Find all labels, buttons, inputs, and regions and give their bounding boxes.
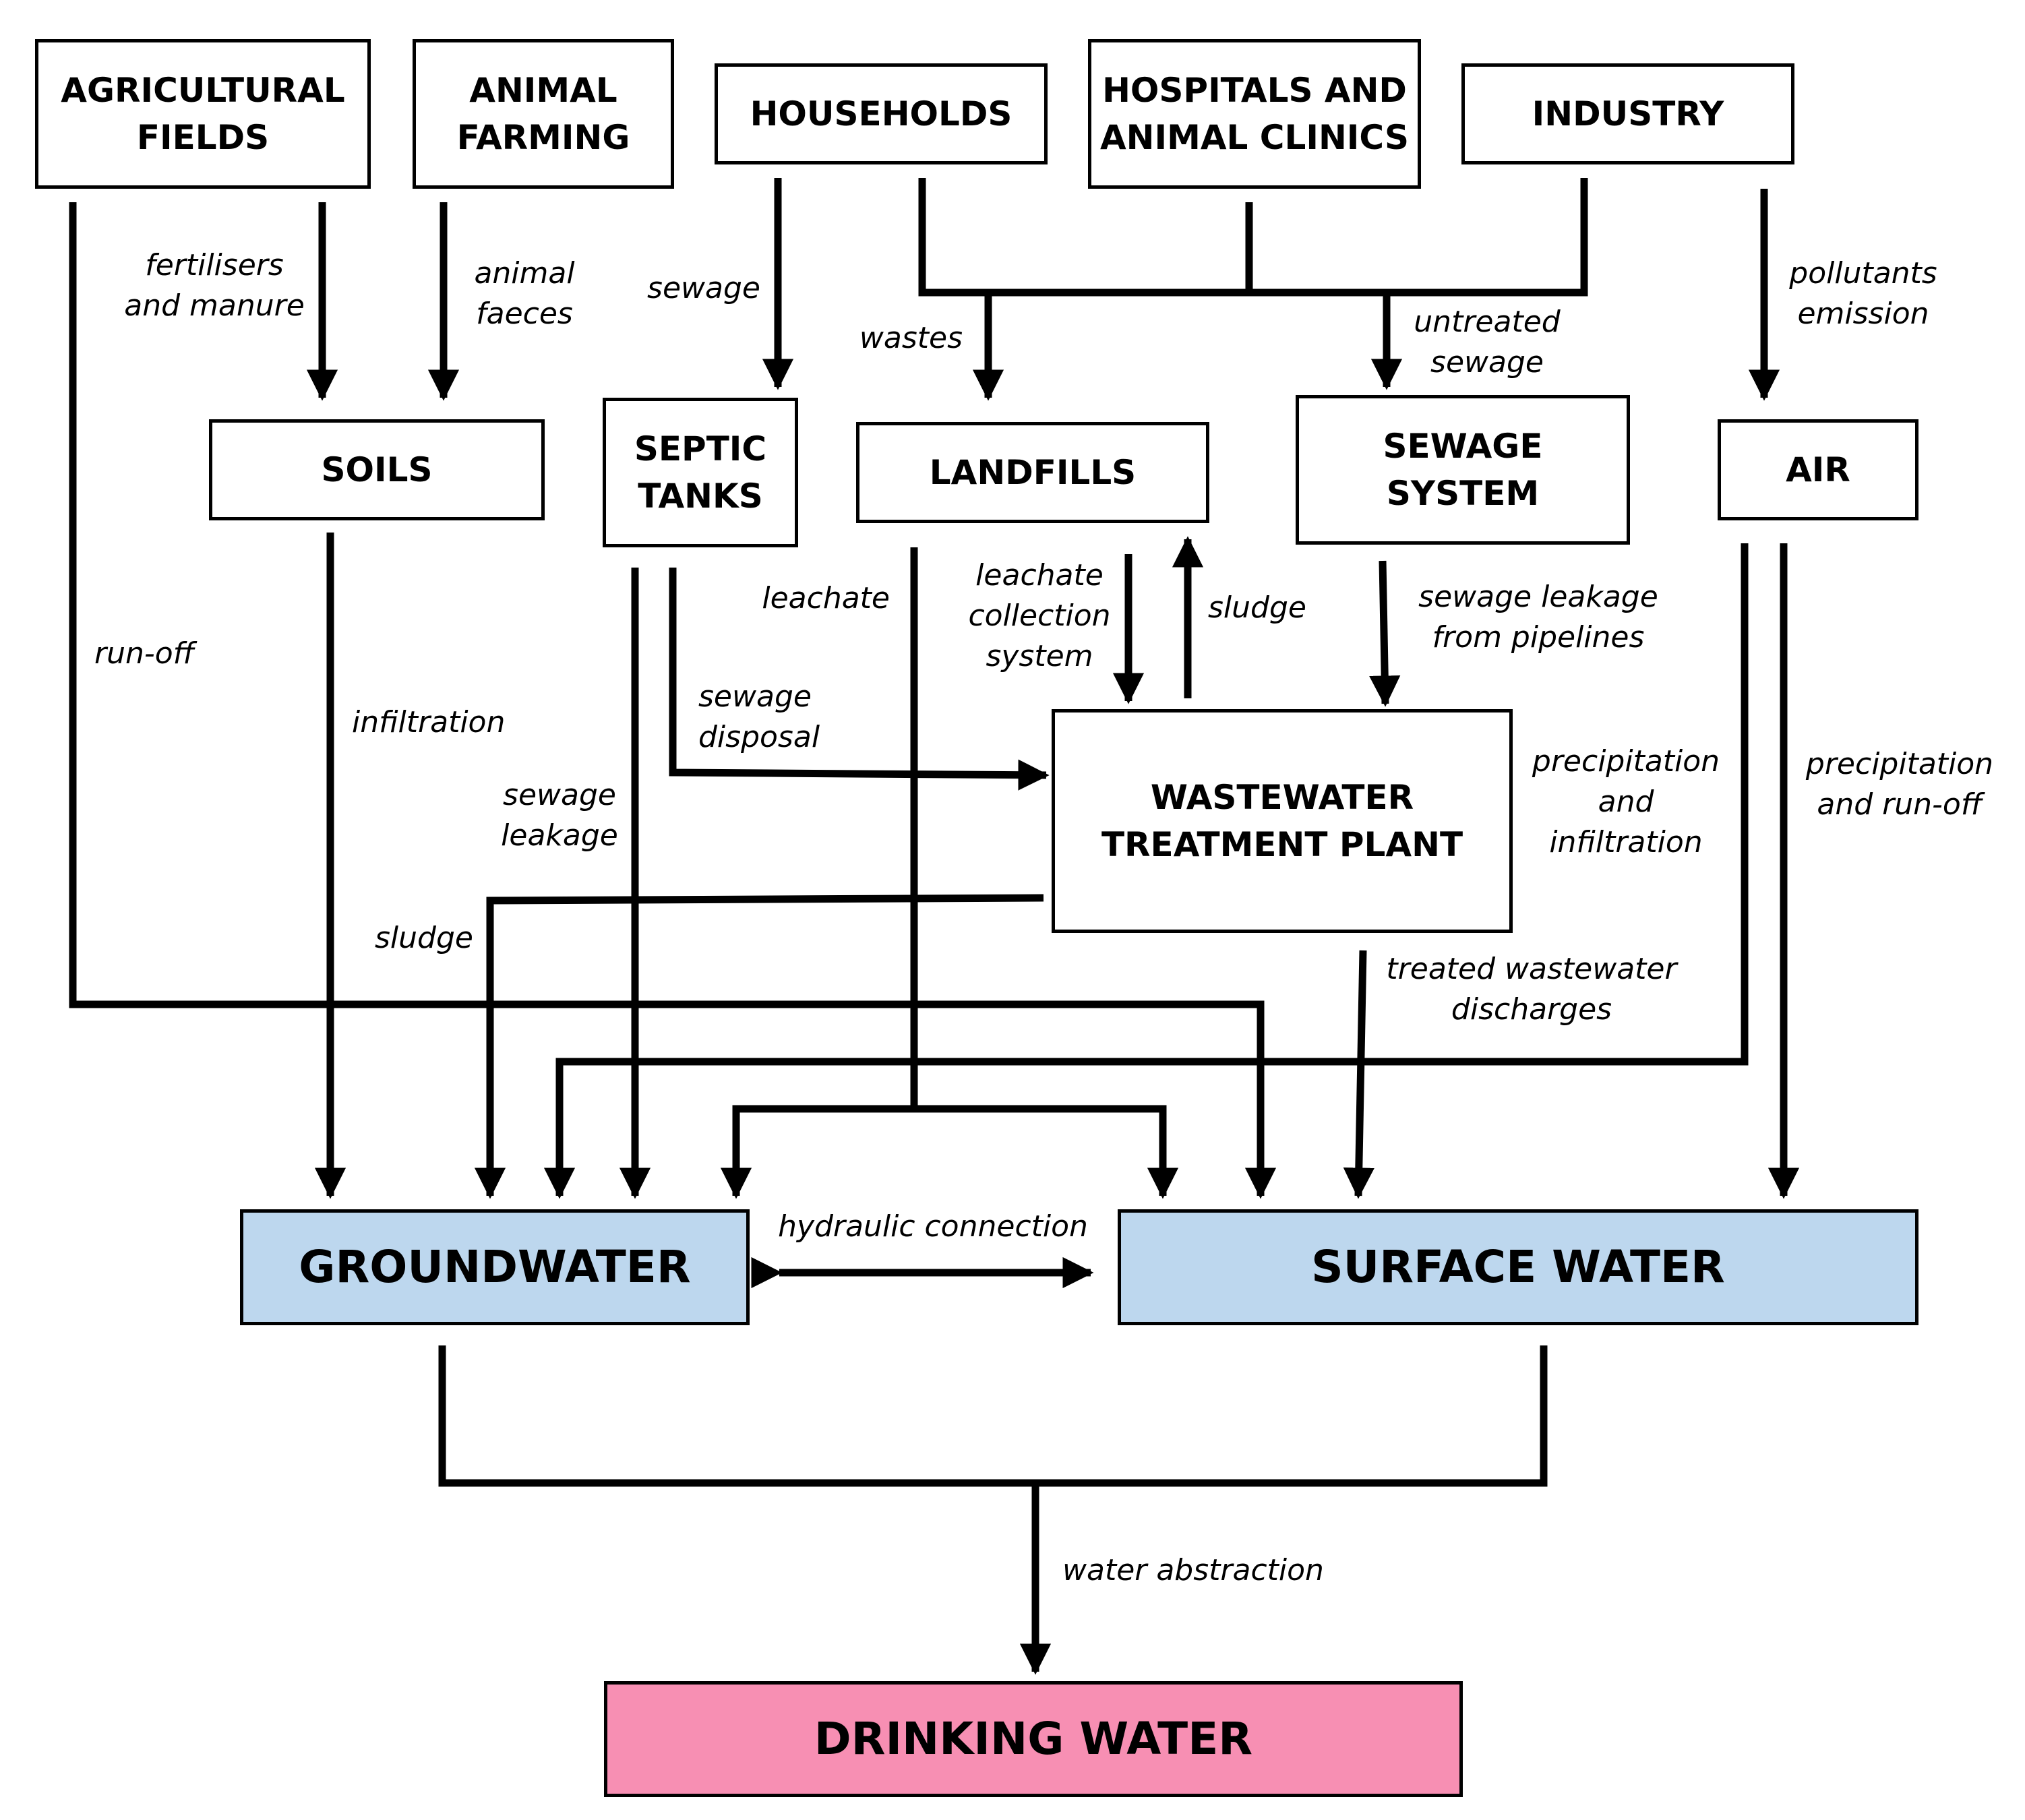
label-run-off: run-off (94, 636, 195, 671)
arrow-leachate-groundwater (720, 1105, 914, 1199)
label-precip-infiltration: precipitation and infiltration (1532, 744, 1720, 859)
box-soils: SOILS (209, 419, 545, 520)
arrow-treated-discharges (1343, 950, 1374, 1199)
arrow-precip-infiltration (543, 543, 1749, 1199)
label-water-abstraction: water abstraction (1062, 1553, 1324, 1587)
label-sewage: sewage (647, 271, 760, 305)
box-surface-water: SURFACE WATER (1118, 1209, 1918, 1325)
label-precip-runoff: precipitation and run-off (1805, 747, 1994, 822)
label-animal-faeces: animal faeces (474, 256, 575, 331)
box-hospitals-animal-clinics: HOSPITALS AND ANIMAL CLINICS (1088, 39, 1421, 189)
label-leachate: leachate (762, 581, 890, 615)
box-septic-tanks: SEPTIC TANKS (603, 398, 798, 547)
label-treated-discharges: treated wastewater discharges (1386, 952, 1677, 1027)
line-households-bracket (918, 178, 1588, 297)
label-fertilisers: fertilisers and manure (124, 248, 305, 323)
box-industry: INDUSTRY (1461, 63, 1794, 164)
arrow-leachate-surface (914, 1105, 1179, 1199)
label-hydraulic-connection: hydraulic connection (778, 1209, 1088, 1244)
label-infiltration: infiltration (352, 705, 506, 739)
label-wastes: wastes (859, 321, 963, 355)
box-wastewater-treatment-plant: WASTEWATER TREATMENT PLANT (1052, 709, 1513, 933)
line-abstraction-bracket (438, 1345, 1548, 1487)
label-sewage-disposal: sewage disposal (698, 679, 820, 754)
label-sludge: sludge (375, 921, 473, 955)
box-agricultural-fields: AGRICULTURAL FIELDS (35, 39, 371, 189)
label-sludge-up: sludge (1208, 590, 1306, 625)
arrow-sludge (474, 894, 1044, 1199)
arrow-run-off (69, 202, 1277, 1199)
box-landfills: LANDFILLS (856, 422, 1209, 523)
arrow-sewage-disposal (669, 568, 1050, 791)
label-sewage-leakage: sewage leakage (501, 778, 618, 853)
label-untreated-sewage: untreated sewage (1414, 305, 1561, 380)
label-pollutants-emission: pollutants emission (1789, 256, 1937, 331)
label-leachate-collection: leachate collection system (968, 558, 1111, 673)
arrow-sewage-leakage-pipelines (1369, 560, 1401, 707)
box-households: HOUSEHOLDS (715, 63, 1048, 164)
box-sewage-system: SEWAGE SYSTEM (1296, 395, 1630, 545)
box-air: AIR (1718, 419, 1918, 520)
box-groundwater: GROUNDWATER (240, 1209, 750, 1325)
label-sewage-leakage-pipelines: sewage leakage from pipelines (1418, 580, 1658, 655)
box-animal-farming: ANIMAL FARMING (413, 39, 674, 189)
box-drinking-water: DRINKING WATER (604, 1681, 1463, 1797)
